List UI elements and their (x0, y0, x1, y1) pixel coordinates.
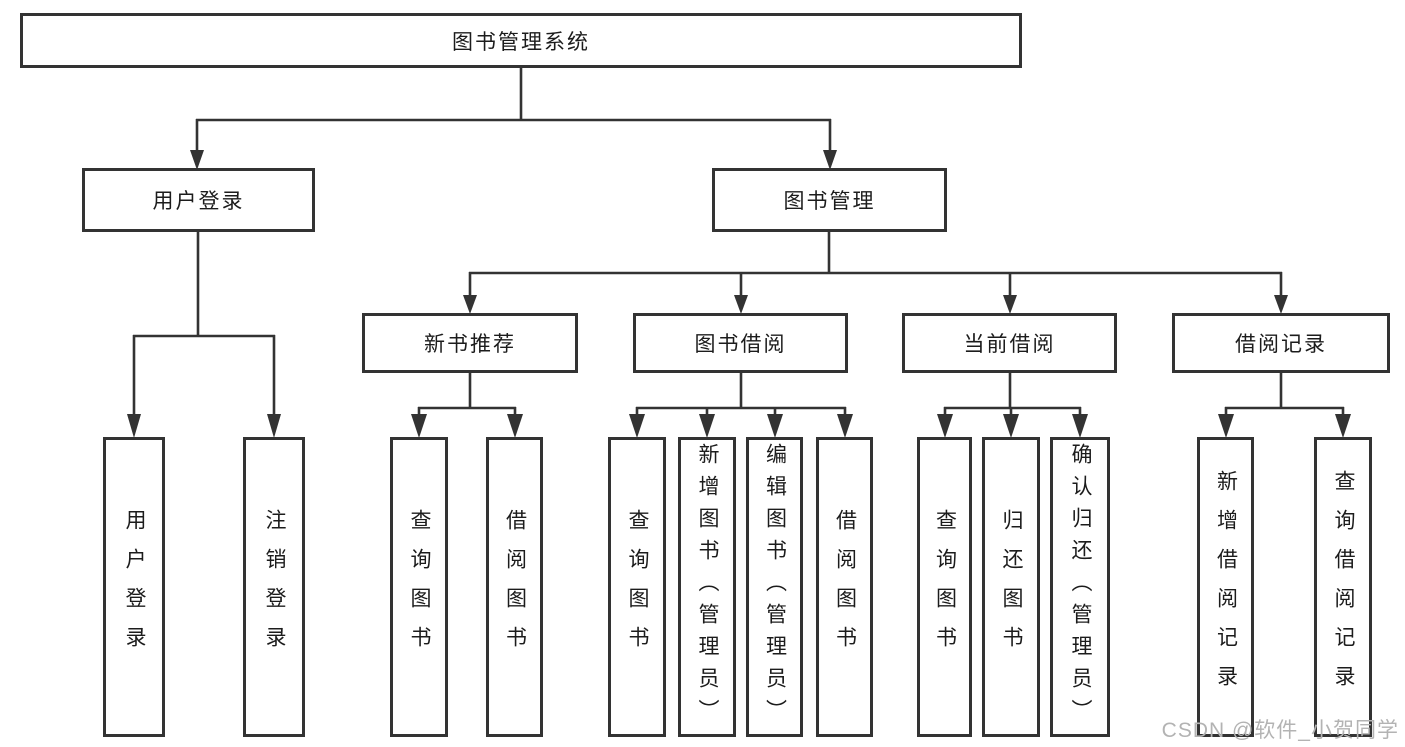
node-user-login: 用户登录 (82, 168, 315, 232)
node-book-borrow: 图书借阅 (633, 313, 848, 373)
leaf-borrow-book-2: 借阅图书 (816, 437, 873, 737)
node-current-borrow: 当前借阅 (902, 313, 1117, 373)
connector-book-borrow-to-leaves (629, 373, 853, 438)
connector-borrow-record-to-leaves (1218, 373, 1351, 438)
leaf-return-book: 归还图书 (982, 437, 1040, 737)
node-new-book-recommend: 新书推荐 (362, 313, 578, 373)
leaf-edit-book-admin: 编辑图书（管理员） (746, 437, 803, 737)
csdn-watermark: CSDN @软件_小贺同学 (1161, 719, 1399, 742)
leaf-add-borrow-record: 新增借阅记录 (1197, 437, 1254, 737)
leaf-query-book-3: 查询图书 (917, 437, 972, 737)
connector-current-borrow-to-leaves (937, 373, 1088, 438)
leaf-add-book-admin: 新增图书（管理员） (678, 437, 736, 737)
connector-user-login-to-leaves (127, 232, 281, 438)
leaf-query-book-1: 查询图书 (390, 437, 448, 737)
connector-new-book-to-leaves (411, 373, 523, 438)
leaf-borrow-book-1: 借阅图书 (486, 437, 543, 737)
connector-book-mgmt-to-level3 (463, 232, 1288, 314)
leaf-confirm-return-admin: 确认归还（管理员） (1050, 437, 1110, 737)
node-library-system: 图书管理系统 (20, 13, 1022, 68)
connector-root-to-level2 (190, 68, 837, 170)
node-borrow-record: 借阅记录 (1172, 313, 1390, 373)
leaf-query-book-2: 查询图书 (608, 437, 666, 737)
leaf-query-borrow-record: 查询借阅记录 (1314, 437, 1372, 737)
leaf-logout: 注销登录 (243, 437, 305, 737)
leaf-user-login: 用户登录 (103, 437, 165, 737)
node-book-management: 图书管理 (712, 168, 947, 232)
